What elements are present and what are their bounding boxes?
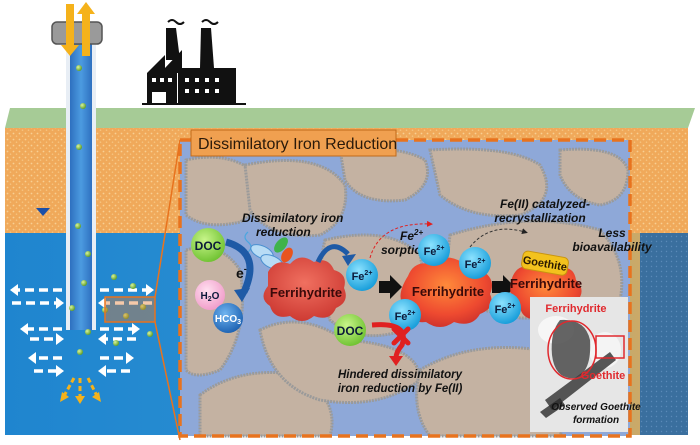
label-fe-sorption: Fe2+sorption	[381, 228, 429, 257]
label-less-bioavailability-2: bioavailability	[572, 240, 653, 254]
label-less-bioavailability-1: Less	[598, 226, 626, 240]
tem-caption-2: formation	[573, 415, 619, 426]
svg-text:DOC: DOC	[195, 239, 222, 253]
tem-caption-1: Observed Goethite	[551, 402, 641, 413]
zoom-region	[104, 296, 156, 323]
label-hindered-1: Hindered dissimilatory	[338, 369, 463, 381]
blocked-x-icon	[391, 326, 411, 346]
svg-text:DOC: DOC	[337, 324, 364, 338]
fe2-ion-sorbed-1: Fe2+	[418, 234, 450, 266]
svg-text:HCO3: HCO3	[215, 314, 241, 326]
label-hindered-2: iron reduction by Fe(II)	[338, 383, 463, 395]
down-arrow-icon	[61, 4, 79, 56]
water-table-marker	[36, 208, 50, 216]
recrystallization-arrow	[469, 228, 528, 248]
h2o-molecule: H2O	[195, 280, 225, 310]
grass-surface	[5, 108, 695, 128]
release-arrow	[315, 244, 350, 264]
svg-text:H2O: H2O	[201, 291, 220, 303]
discharge-arrowheads	[60, 392, 101, 404]
title-box: Dissimilatory Iron Reduction	[190, 129, 397, 157]
svg-text:Ferrihydrite: Ferrihydrite	[270, 285, 342, 300]
fe2-ion-released: Fe2+	[346, 259, 378, 291]
label-dissimilatory-iron-reduction-2: reduction	[256, 225, 311, 239]
discharge-arrows	[62, 377, 99, 398]
fe2-ion-near-goethite: Fe2+	[489, 292, 521, 324]
hco3-molecule: HCO3	[213, 303, 243, 333]
doc-molecule-hindered: DOC	[334, 314, 366, 346]
bacteria-icon	[244, 231, 293, 270]
up-arrow-icon	[77, 2, 95, 56]
svg-text:Fe2+: Fe2+	[424, 245, 445, 258]
svg-text:Fe2+: Fe2+	[352, 270, 373, 283]
injection-well	[51, 2, 103, 355]
svg-text:Fe2+: Fe2+	[465, 258, 486, 271]
electron-transfer-arrow	[224, 238, 254, 294]
svg-text:Fe2+: Fe2+	[495, 303, 516, 316]
doc-molecule: DOC	[191, 228, 225, 262]
tem-ferrihydrite-label: Ferrihydrite	[545, 303, 606, 315]
fe2-ion-sorbed-3: Fe2+	[389, 299, 421, 331]
diagram-title: Dissimilatory Iron Reduction	[198, 136, 397, 153]
blocked-arrow	[371, 322, 406, 359]
svg-text:Ferrihydrite: Ferrihydrite	[412, 284, 484, 299]
flow-arrowheads	[10, 284, 154, 377]
label-dissimilatory-iron-reduction-1: Dissimilatory iron	[242, 211, 343, 225]
flow-arrows	[12, 288, 152, 373]
goethite-crystal: Goethite	[521, 250, 569, 276]
process-arrow-2	[492, 275, 515, 299]
process-arrow-1	[379, 275, 402, 299]
sorption-arrow	[369, 220, 433, 259]
ferrihydrite-particle-1: Ferrihydrite	[263, 257, 346, 321]
label-recrystallization-2: recrystallization	[494, 211, 585, 225]
electron-label: e-	[236, 264, 247, 281]
factory-icon	[142, 19, 246, 105]
svg-text:Fe2+: Fe2+	[395, 310, 416, 323]
right-groundwater-strip	[640, 233, 688, 435]
tem-image-inset: Ferrihydrite Goethite Observed Goethite …	[530, 297, 641, 432]
fe2-ion-sorbed-2: Fe2+	[459, 247, 491, 279]
label-recrystallization-1: Fe(II) catalyzed-	[500, 197, 590, 211]
svg-text:Ferrihydrite: Ferrihydrite	[510, 276, 582, 291]
tem-goethite-label: Goethite	[581, 370, 626, 382]
